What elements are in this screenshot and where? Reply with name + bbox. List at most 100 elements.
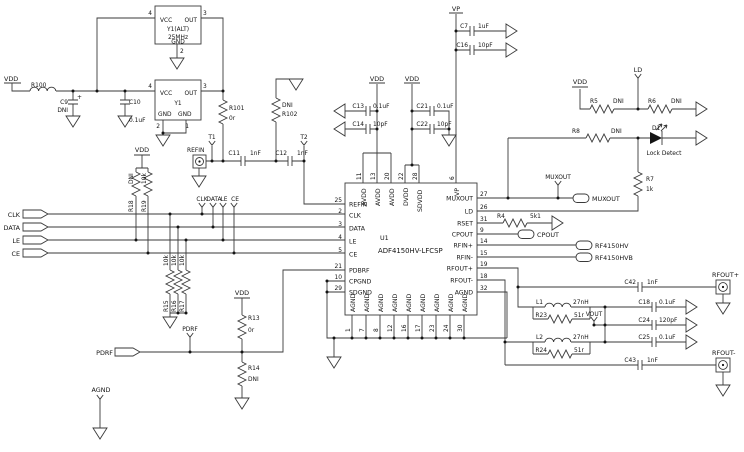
sma-refin: [192, 154, 207, 169]
y1alt-gnd: GND: [171, 40, 185, 46]
inductor-symbol-l2: [544, 337, 572, 343]
resistor-symbol-r15: [165, 269, 175, 295]
r13-ref: R13: [248, 316, 260, 322]
pin-num-18: 18: [480, 274, 488, 280]
r14-val: DNI: [248, 377, 259, 383]
c10-val: 0.1uF: [129, 118, 146, 124]
pin-num-5: 5: [338, 248, 342, 254]
rfin-n-conn-label: RF4150HVB: [595, 254, 633, 262]
cap-symbol-c24: [651, 319, 657, 331]
r24-val: 51r: [574, 348, 584, 354]
pin-name-pdbrf: PDBRF: [349, 268, 370, 275]
pin-name-rfout-n: RFOUT-: [450, 278, 473, 285]
pin-num-12: 12: [388, 324, 394, 332]
cap-symbol-c25: [651, 336, 657, 348]
y1-out: OUT: [184, 91, 197, 97]
muxout-tag: MUXOUT: [545, 175, 571, 181]
gnd-arrow-right: [685, 334, 698, 350]
conn-le: [22, 235, 49, 245]
chip-pins: REFIN CLK DATA LE CE PDBRF CPGND SDGND 2…: [335, 172, 488, 332]
pin-num-11: 11: [357, 172, 363, 180]
c7-ref: C7: [460, 24, 468, 30]
led-d1: [650, 132, 662, 144]
c9-ref: C9: [60, 100, 68, 106]
pin-num-21: 21: [335, 264, 343, 270]
ce-tag: CE: [231, 197, 239, 203]
d1-ref: D1: [652, 126, 661, 132]
y1-pin1: 1: [185, 124, 189, 130]
c21-ref: C21: [416, 104, 428, 110]
l2-val: 27nH: [573, 335, 589, 341]
y1alt-pin3: 3: [203, 11, 207, 17]
led-d1-arrows: [655, 123, 668, 145]
pin-num-6: 6: [450, 176, 456, 180]
r7-ref: R7: [646, 177, 654, 183]
pin-name-agnd-b3: AGND: [378, 293, 385, 312]
pin-name-le: LE: [349, 239, 356, 246]
pin-num-8: 8: [374, 328, 380, 332]
y1-pin2: 2: [156, 124, 160, 130]
conn-clk: [22, 209, 49, 219]
rfout-p-conn-label: RFOUT+: [712, 271, 739, 279]
le-tag: LE: [220, 197, 227, 203]
y1-vcc: VCC: [160, 91, 172, 97]
r23-val: 51r: [574, 313, 584, 319]
pin-name-agnd-b1: AGND: [350, 293, 357, 312]
r23-ref: R23: [535, 313, 547, 319]
c25-val: 0.1uF: [659, 335, 676, 341]
y1alt-pin2: 2: [180, 49, 184, 55]
gnd-arrow: [326, 356, 342, 369]
pin-name-rfin-p: RFIN+: [454, 243, 474, 250]
r18-val: DNI: [129, 173, 135, 184]
resistor-symbol-r101: [218, 99, 228, 125]
gnd-arrow-right: [685, 317, 698, 333]
gnd-arrow-right: [505, 42, 518, 58]
c16-ref: C16: [456, 43, 468, 49]
cap-symbol-c11: [240, 155, 246, 167]
cap-symbol-c13: [365, 105, 371, 117]
c7-val: 1uF: [478, 24, 489, 30]
wire-chip-grounds: [326, 280, 508, 357]
pin-name-agnd-32: AGND: [455, 290, 474, 297]
vdd-avdd-label: VDD: [370, 75, 384, 83]
vdd-dvdd-label: VDD: [405, 75, 419, 83]
pin-num-31: 31: [480, 217, 488, 223]
vdd-rail-label: VDD: [4, 75, 18, 83]
conn-rf4150hv: [575, 240, 593, 250]
r19-ref: R19: [142, 200, 148, 212]
r8-ref: R8: [572, 129, 580, 135]
r102-ref: R102: [282, 112, 298, 118]
r13-val: 0r: [248, 328, 255, 334]
gnd-arrow: [441, 134, 457, 147]
c11-ref: C11: [228, 151, 240, 157]
r4-ref: R4: [497, 214, 505, 220]
gnd-arrow: [65, 115, 81, 128]
pin-num-28: 28: [413, 172, 419, 180]
pin-name-rfout-p: RFOUT+: [447, 266, 473, 273]
r18-ref: R18: [129, 200, 135, 212]
pin-num-4: 4: [338, 235, 342, 241]
gnd-arrow: [162, 316, 178, 329]
data-tag: DATA: [206, 197, 221, 203]
c10-ref: C10: [129, 100, 141, 106]
y1alt-out: OUT: [184, 18, 197, 24]
pin-name-cpout: CPOUT: [452, 232, 473, 239]
conn-muxout: [572, 193, 590, 203]
wire-refin-net: [198, 78, 345, 205]
pin-num-7: 7: [360, 328, 366, 332]
pin-name-rset: RSET: [457, 221, 473, 228]
pin-name-agnd-b5: AGND: [406, 293, 413, 312]
gnd-arrow: [92, 427, 108, 440]
pin-num-2: 2: [338, 209, 342, 215]
pin-num-17: 17: [416, 324, 422, 332]
rfout-n-conn-label: RFOUT-: [712, 349, 735, 357]
pdrf-conn-label: PDRF: [96, 349, 113, 357]
gnd-arrow: [155, 134, 171, 147]
r17-val: 10k: [180, 255, 186, 266]
refin-conn-label: REFIN: [187, 148, 204, 154]
gnd-arrow-left: [333, 103, 346, 119]
y1-gnd1: GND: [158, 112, 172, 118]
pin-name-agnd-b6: AGND: [420, 293, 427, 312]
